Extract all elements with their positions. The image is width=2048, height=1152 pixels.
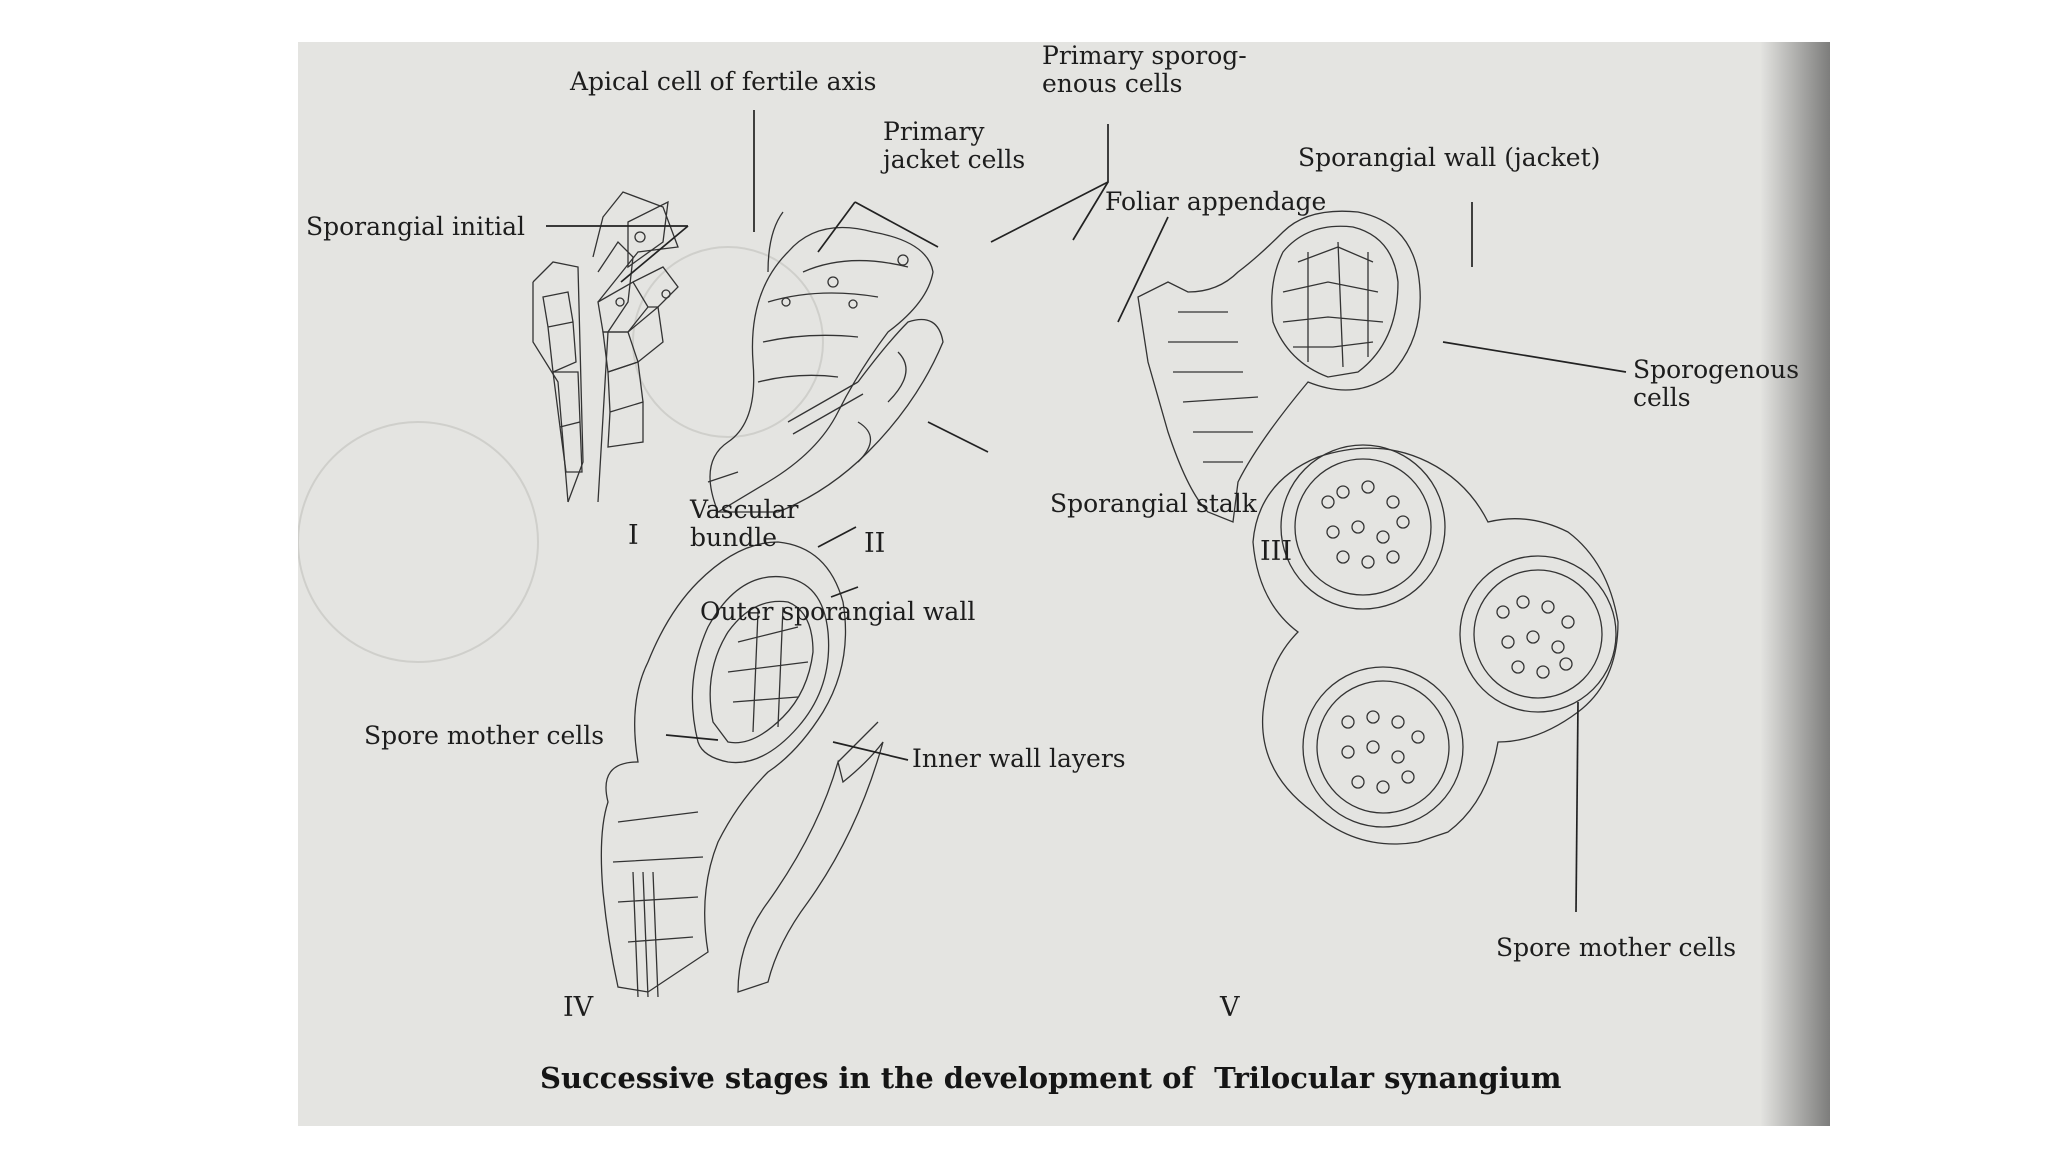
label-inner-wall-layers: Inner wall layers xyxy=(912,744,1126,773)
stage-four-drawing xyxy=(600,541,884,998)
page-edge-shadow xyxy=(1760,42,1830,1126)
label-sporogenous-line2: cells xyxy=(1633,383,1691,412)
label-primary-jacket-line2: jacket cells xyxy=(880,145,1025,174)
label-sporangial-wall: Sporangial wall (jacket) xyxy=(1298,143,1600,172)
label-primary-jacket-line1: Primary xyxy=(883,117,985,146)
synangium-diagram: Apical cell of fertile axis Primary spor… xyxy=(298,42,1799,1095)
label-primary-sporogenous-line2: enous cells xyxy=(1042,69,1182,98)
stage-label-two: II xyxy=(864,528,885,559)
stage-five-drawing xyxy=(1252,444,1619,845)
label-outer-sporangial-wall: Outer sporangial wall xyxy=(700,597,975,626)
label-sporangial-initial: Sporangial initial xyxy=(306,212,525,241)
bleed-through-circle xyxy=(632,246,824,438)
stage-two-drawing xyxy=(707,211,944,513)
label-vascular-line1: Vascular xyxy=(689,495,798,524)
label-apical-cell: Apical cell of fertile axis xyxy=(569,67,877,96)
leader-lines xyxy=(546,110,1627,913)
stage-label-one: I xyxy=(628,520,639,551)
stage-one-drawing xyxy=(532,191,679,503)
label-foliar-appendage: Foliar appendage xyxy=(1105,187,1326,216)
label-spore-mother-cells-left: Spore mother cells xyxy=(364,721,604,750)
bleed-through-circle xyxy=(298,421,539,663)
label-spore-mother-cells-right: Spore mother cells xyxy=(1496,933,1736,962)
stage-three-drawing xyxy=(1137,210,1421,523)
label-sporangial-stalk: Sporangial stalk xyxy=(1050,489,1258,518)
stage-label-three: III xyxy=(1260,536,1292,567)
label-vascular-line2: bundle xyxy=(690,523,777,552)
label-primary-sporogenous-line1: Primary sporog- xyxy=(1042,42,1247,70)
figure-caption: Successive stages in the development of … xyxy=(540,1061,1562,1095)
stage-label-five: V xyxy=(1219,992,1240,1023)
textbook-page: Apical cell of fertile axis Primary spor… xyxy=(298,42,1830,1126)
stage-label-four: IV xyxy=(563,992,594,1023)
